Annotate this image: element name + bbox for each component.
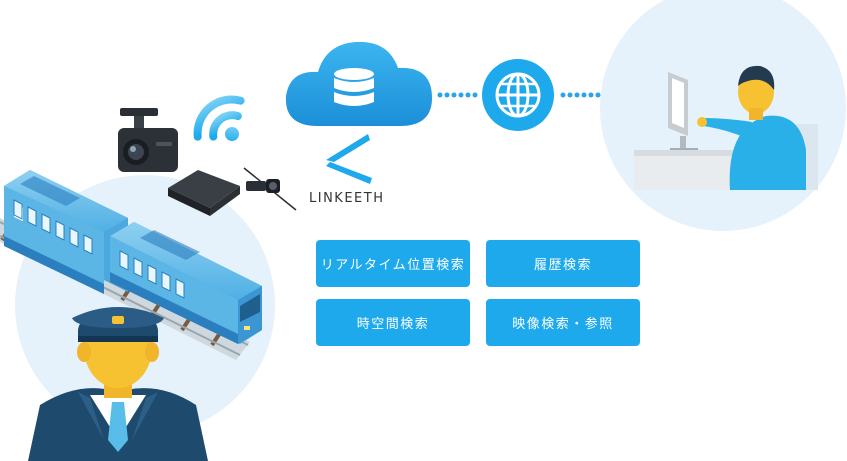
office-background-circle xyxy=(600,0,846,231)
train-conductor-illustration xyxy=(28,307,208,461)
realtime-location-search-button[interactable]: リアルタイム位置検索 xyxy=(316,240,470,287)
train-illustration xyxy=(4,170,262,344)
video-search-button[interactable]: 映像検索・参照 xyxy=(486,299,640,346)
linkeeth-brand-name: LINKEETH xyxy=(309,191,385,206)
controller-box-illustration xyxy=(168,170,240,216)
cloud-database-icon xyxy=(285,41,432,126)
linkeeth-logo-icon xyxy=(326,134,372,184)
network-connector-dots xyxy=(437,92,601,98)
camera-module-illustration xyxy=(243,167,297,211)
spatiotemporal-search-button[interactable]: 時空間検索 xyxy=(316,299,470,346)
history-search-button[interactable]: 履歴検索 xyxy=(486,240,640,287)
wifi-icon xyxy=(193,95,245,141)
globe-icon xyxy=(482,59,554,131)
dashcam-device-illustration xyxy=(118,108,178,172)
office-operator-illustration xyxy=(634,65,818,190)
